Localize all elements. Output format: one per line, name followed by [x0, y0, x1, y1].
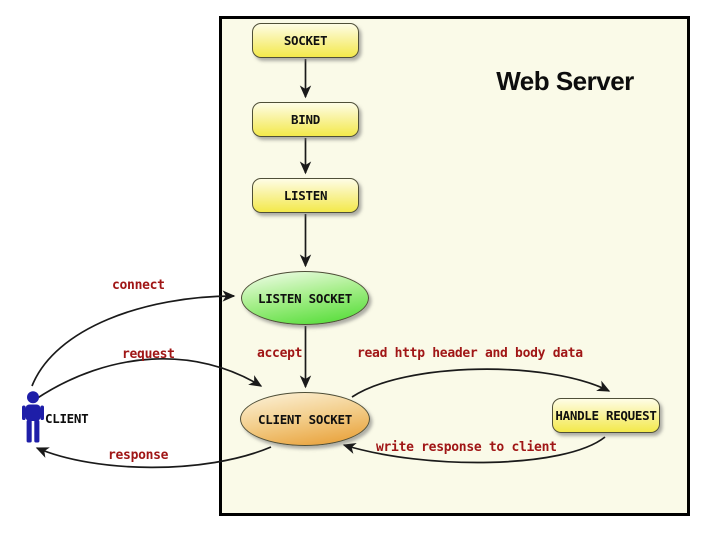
arrow-connect — [31, 290, 236, 387]
node-listen: LISTEN — [252, 178, 359, 213]
node-listen-socket: LISTEN SOCKET — [241, 271, 369, 325]
node-handle-request-label: HANDLE REQUEST — [555, 408, 657, 423]
node-handle-request: HANDLE REQUEST — [552, 398, 660, 433]
node-listen-socket-label: LISTEN SOCKET — [258, 290, 352, 306]
edge-label-request: request — [122, 347, 175, 362]
node-listen-label: LISTEN — [283, 188, 328, 203]
node-client-socket-label: CLIENT SOCKET — [258, 411, 352, 427]
node-socket-label: SOCKET — [283, 33, 328, 48]
node-bind-label: BIND — [291, 112, 320, 127]
edge-label-write-response: write response to client — [376, 440, 557, 455]
edge-label-response: response — [108, 448, 169, 463]
edge-label-connect: connect — [112, 278, 165, 293]
edge-label-accept: accept — [257, 346, 303, 361]
node-client-socket: CLIENT SOCKET — [240, 392, 370, 446]
web-server-title: Web Server — [496, 66, 634, 96]
node-bind: BIND — [252, 102, 359, 137]
node-socket: SOCKET — [252, 23, 359, 58]
person-icon — [22, 391, 44, 443]
edge-label-read-http: read http header and body data — [357, 346, 583, 361]
client-actor-label: CLIENT — [45, 411, 89, 426]
